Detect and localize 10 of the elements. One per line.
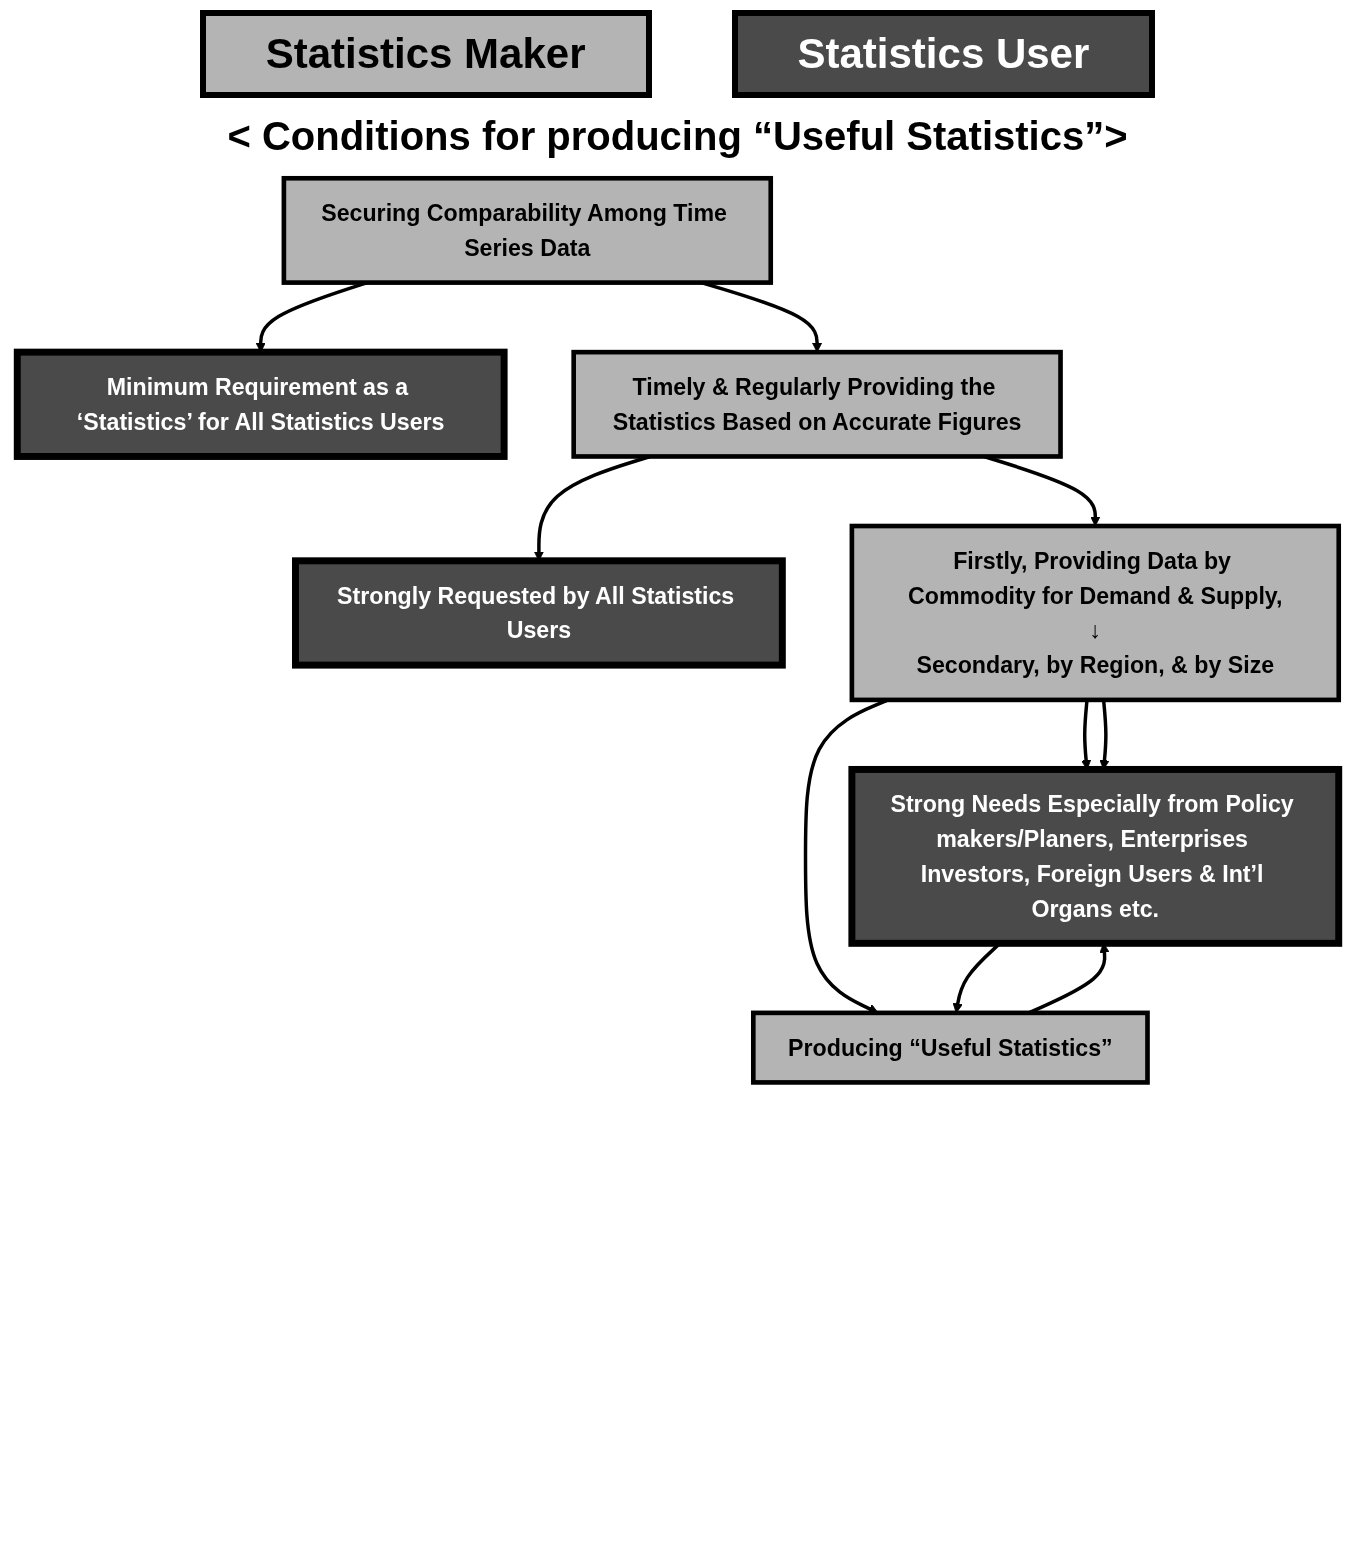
node-box: Timely & Regularly Providing the Statistics Based on Accurate Figures [570, 349, 1063, 459]
legend-label: Statistics Maker [265, 30, 586, 77]
node-box: Strongly Requested by All Statistics Users [291, 557, 786, 669]
node-box: Securing Comparability Among Time Series Data [281, 175, 773, 285]
diagram-title: < Conditions for producing “Useful Statistics”> [227, 114, 1128, 159]
node-box: Strong Needs Especially from Policy makers/Planers, Enterprises Investors, Foreign Users & Int’l Organs etc. [847, 765, 1342, 947]
legend-label: Statistics User [797, 30, 1090, 77]
node-box: Minimum Requirement as a ‘Statistics’ for All Statistics Users [13, 348, 508, 460]
node-box: Producing “Useful Statistics” [750, 1010, 1150, 1085]
node-box: Firstly, Providing Data by Commodity for Demand & Supply, ↓ Secondary, by Region, & by Size [849, 523, 1341, 703]
